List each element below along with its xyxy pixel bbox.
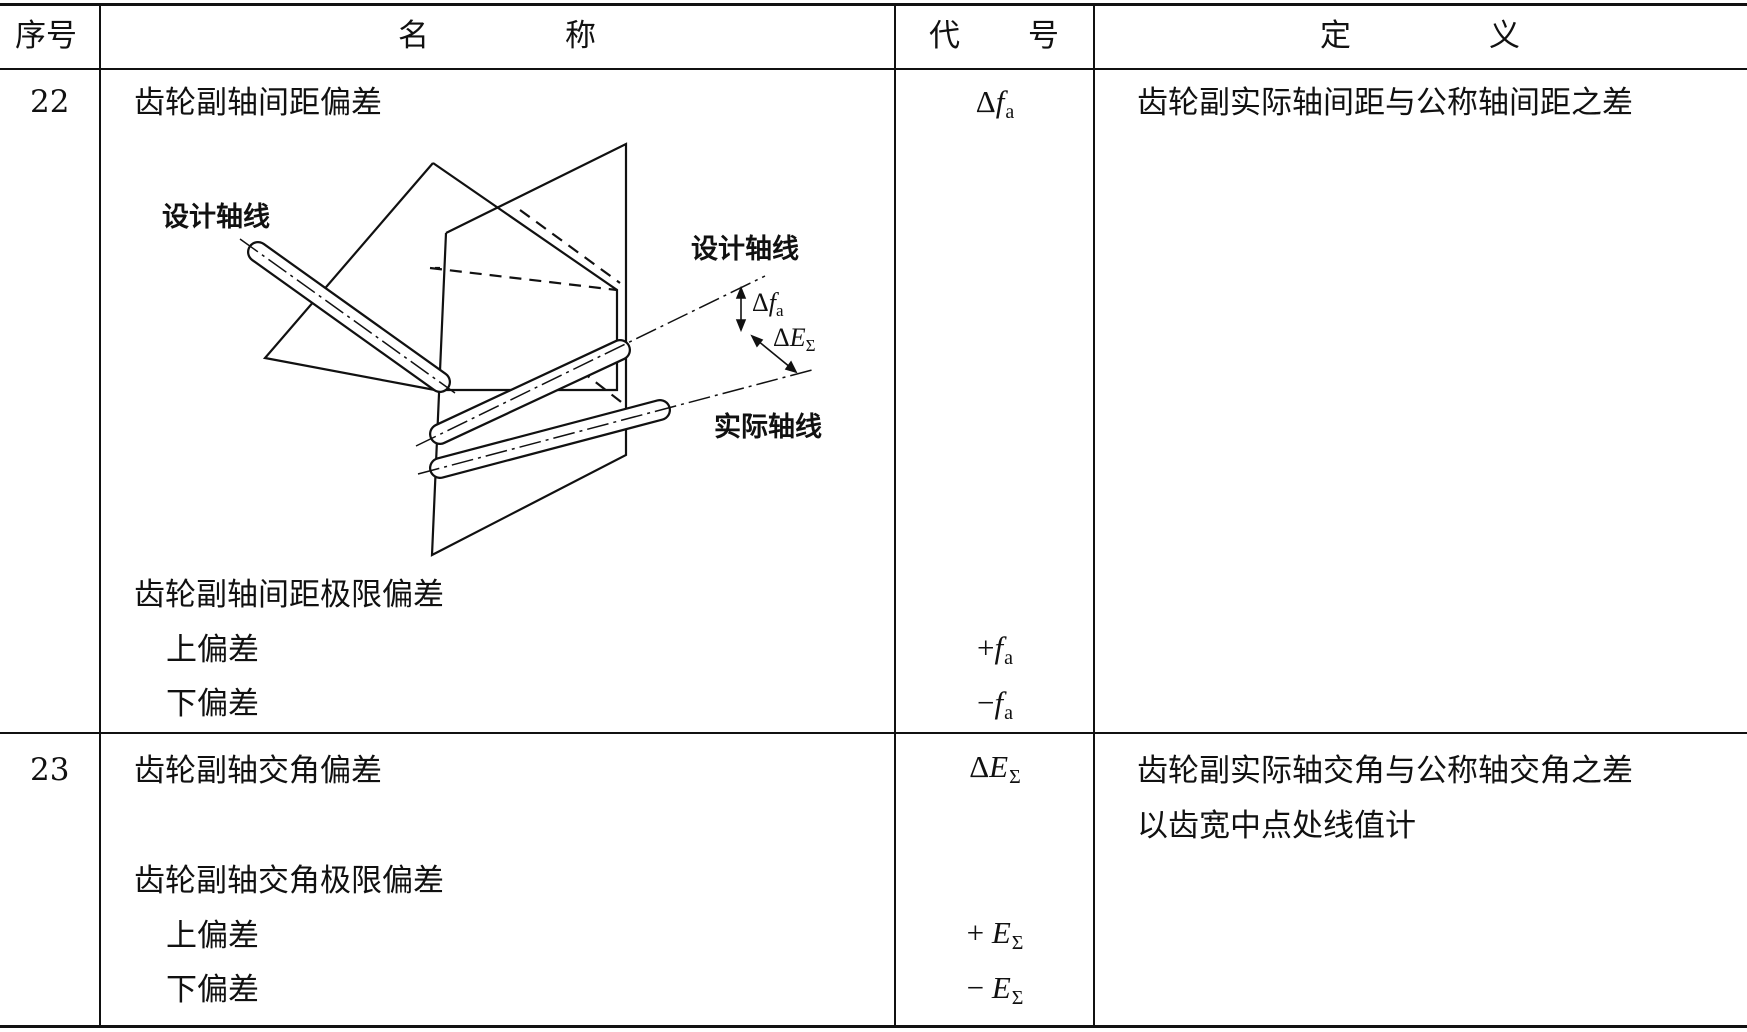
header-def-char-2: 义 — [1489, 18, 1520, 54]
delta-fa-arrow-top — [735, 285, 747, 299]
label-delta-fa: Δfa — [752, 288, 784, 320]
row-22-limit-title: 齿轮副轴间距极限偏差 — [134, 577, 444, 613]
header-bottom-rule — [0, 68, 1747, 70]
row-22-lower-label: 下偏差 — [166, 686, 259, 722]
row-23-definition-line-2: 以齿宽中点处线值计 — [1137, 808, 1416, 844]
row-22-upper-code: +fa — [977, 630, 1013, 669]
header-name-char-2: 称 — [565, 18, 596, 54]
actual-axis-rod — [417, 369, 813, 479]
header-code-char-2: 号 — [1028, 18, 1059, 54]
row-23-upper-code: + EΣ — [966, 915, 1024, 954]
label-actual-axis: 实际轴线 — [714, 411, 822, 443]
header-no: 序号 — [15, 18, 77, 54]
design-axis-rod-left — [239, 238, 456, 394]
row-23-name: 齿轮副轴交角偏差 — [134, 753, 382, 789]
row-23-no: 23 — [30, 752, 70, 788]
design-axis-rod-right — [415, 275, 766, 447]
horizontal-plane-front — [262, 162, 436, 392]
header-def-char-1: 定 — [1320, 18, 1351, 54]
delta-esigma-arrow-top — [750, 334, 764, 348]
row-22-definition: 齿轮副实际轴间距与公称轴间距之差 — [1137, 85, 1633, 121]
delta-esigma-arrow-bottom — [784, 360, 798, 374]
header-code: 代 号 — [929, 16, 1059, 56]
label-delta-esigma: ΔEΣ — [773, 323, 816, 355]
header-definition: 定 义 — [1320, 16, 1520, 56]
table-bottom-rule — [0, 1025, 1747, 1028]
label-design-axis-left: 设计轴线 — [162, 202, 270, 233]
row-23-code: ΔEΣ — [969, 749, 1021, 788]
hidden-edge-2 — [429, 266, 618, 292]
vertical-plane — [430, 142, 628, 557]
col-divider-3 — [1093, 3, 1095, 1028]
delta-fa-arrow-bottom — [735, 319, 747, 333]
row-23-upper-label: 上偏差 — [166, 918, 259, 954]
col-divider-2 — [894, 3, 896, 1028]
row-22-code: Δfa — [975, 84, 1015, 123]
header-name: 名 称 — [398, 16, 596, 56]
row-separator — [0, 732, 1747, 734]
axis-deviation-figure: 设计轴线 设计轴线 实际轴线 Δfa ΔEΣ — [162, 142, 822, 557]
row-22-name: 齿轮副轴间距偏差 — [134, 85, 382, 121]
header-name-char-1: 名 — [398, 18, 429, 54]
row-23-limit-title: 齿轮副轴交角极限偏差 — [134, 863, 444, 899]
label-design-axis-right: 设计轴线 — [691, 234, 799, 265]
hidden-edge-1 — [519, 209, 621, 284]
row-23-definition-line-1: 齿轮副实际轴交角与公称轴交角之差 — [1137, 753, 1633, 789]
row-22-no: 22 — [30, 84, 70, 120]
row-22-upper-label: 上偏差 — [166, 632, 259, 668]
row-23-lower-code: − EΣ — [966, 970, 1024, 1009]
col-divider-1 — [99, 3, 101, 1028]
header-code-char-1: 代 — [929, 18, 960, 54]
table-top-rule — [0, 3, 1747, 6]
row-22-lower-code: −fa — [977, 685, 1013, 724]
row-23-lower-label: 下偏差 — [166, 972, 259, 1008]
